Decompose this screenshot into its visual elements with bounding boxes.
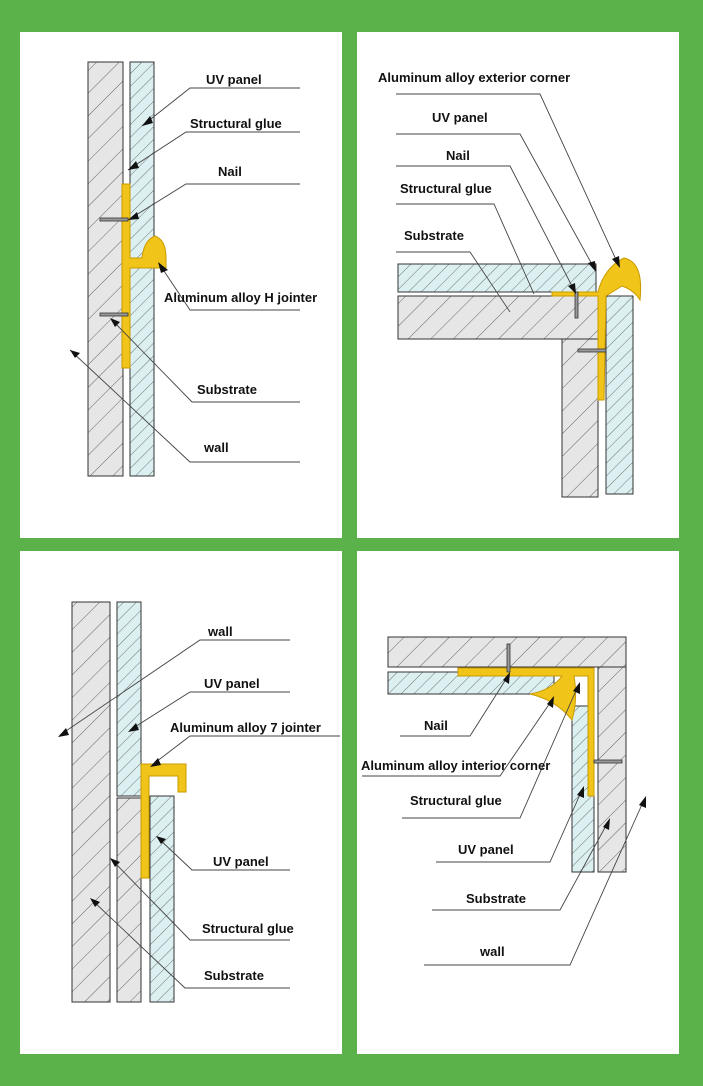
nail [99, 217, 129, 222]
nail [99, 312, 129, 317]
label-structural-glue: Structural glue [400, 181, 492, 196]
exterior-corner-profile [551, 257, 642, 401]
label-h-jointer: Aluminum alloy H jointer [164, 290, 317, 305]
nail [574, 291, 579, 319]
label-structural-glue: Structural glue [202, 921, 294, 936]
panel-interior-corner: Nail Aluminum alloy interior corner Stru… [357, 551, 679, 1054]
label-nail: Nail [446, 148, 470, 163]
label-7-jointer: Aluminum alloy 7 jointer [170, 720, 321, 735]
label-interior-corner: Aluminum alloy interior corner [361, 758, 550, 773]
nail [593, 759, 623, 764]
label-uv-panel: UV panel [206, 72, 262, 87]
panel-h-jointer: UV panel Structural glue Nail Aluminum a… [20, 32, 342, 538]
label-exterior-corner: Aluminum alloy exterior corner [378, 70, 570, 85]
label-uv-panel: UV panel [458, 842, 514, 857]
label-uv-panel: UV panel [432, 110, 488, 125]
label-wall: wall [207, 624, 233, 639]
label-substrate: Substrate [197, 382, 257, 397]
interior-corner-profile [457, 667, 595, 797]
label-uv-panel-lower: UV panel [213, 854, 269, 869]
label-structural-glue: Structural glue [190, 116, 282, 131]
7-jointer-profile [140, 763, 187, 879]
label-substrate: Substrate [204, 968, 264, 983]
label-substrate: Substrate [404, 228, 464, 243]
nail [577, 348, 607, 353]
label-wall: wall [203, 440, 229, 455]
label-substrate: Substrate [466, 891, 526, 906]
panel-exterior-corner: Aluminum alloy exterior corner UV panel … [357, 32, 679, 538]
label-wall: wall [479, 944, 505, 959]
label-nail: Nail [218, 164, 242, 179]
label-nail: Nail [424, 718, 448, 733]
label-structural-glue: Structural glue [410, 793, 502, 808]
nail [506, 643, 511, 673]
label-uv-panel: UV panel [204, 676, 260, 691]
panel-7-jointer: wall UV panel Aluminum alloy 7 jointer U… [20, 551, 342, 1054]
h-jointer-profile [121, 183, 167, 369]
